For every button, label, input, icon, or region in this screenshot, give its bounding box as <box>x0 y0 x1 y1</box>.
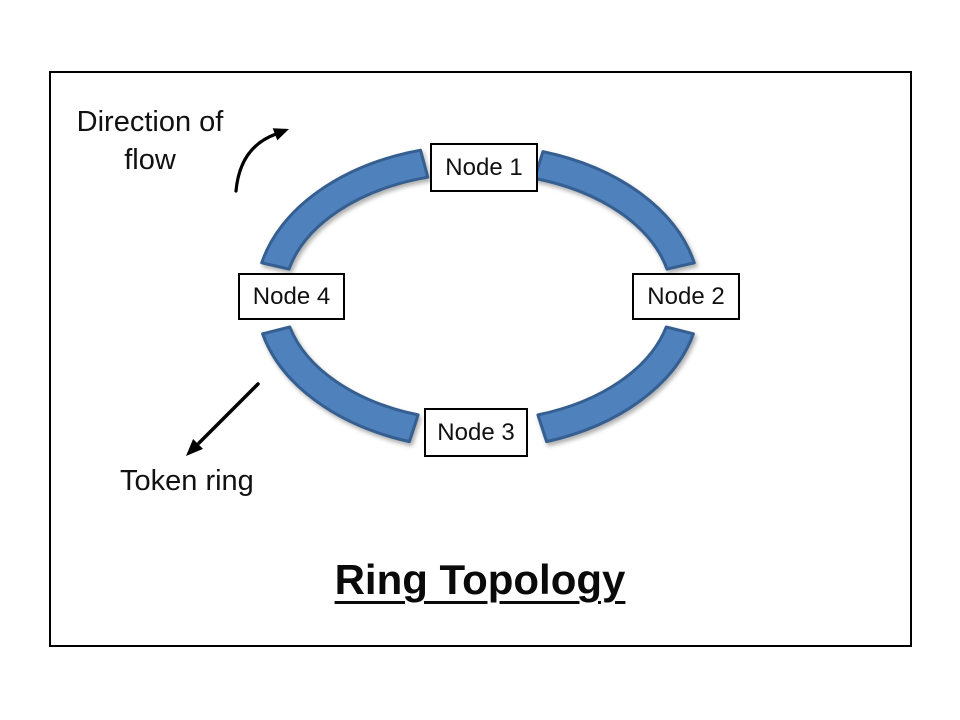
ring-arc-segment <box>261 325 420 444</box>
node-box-1: Node 1 <box>430 143 538 192</box>
direction-of-flow-line2: flow <box>124 144 176 176</box>
ring-arc-segment <box>533 150 696 271</box>
direction-of-flow-line1: Direction of <box>76 106 224 138</box>
node-2-label: Node 2 <box>647 282 725 310</box>
arrows <box>186 128 289 456</box>
token-ring-arrow-head <box>186 439 203 456</box>
direction-of-flow-label: Direction of flow <box>55 103 245 179</box>
node-box-4: Node 4 <box>238 273 345 320</box>
ring-arc-segment <box>260 148 430 271</box>
token-ring-label: Token ring <box>120 465 254 497</box>
node-3-label: Node 3 <box>437 418 515 446</box>
node-box-2: Node 2 <box>632 273 740 320</box>
page-title: Ring Topology <box>334 556 626 603</box>
token-ring-arcs <box>260 148 696 444</box>
node-1-label: Node 1 <box>445 153 523 181</box>
flow-arrow <box>234 132 278 193</box>
flow-arrow-head <box>272 128 289 141</box>
diagram-border <box>49 71 912 647</box>
token-ring-arrow <box>197 382 260 445</box>
ring-arc-segment <box>536 325 695 444</box>
node-box-3: Node 3 <box>424 408 528 457</box>
node-4-label: Node 4 <box>252 282 331 310</box>
